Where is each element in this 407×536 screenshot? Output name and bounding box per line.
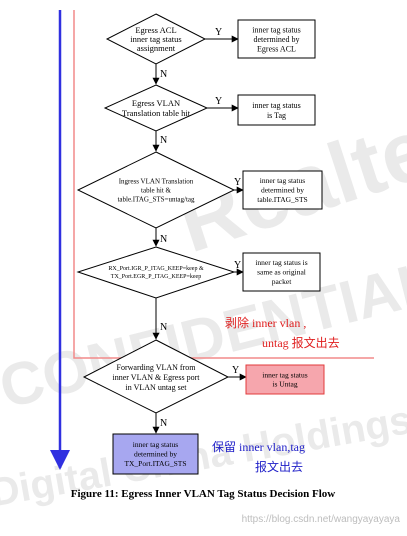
annotation-blue-line-2: 报文出去: [255, 459, 303, 474]
decision-text-1-line-2: inner tag status: [130, 34, 181, 44]
label-y-4: Y: [234, 260, 241, 271]
source-credit: https://blog.csdn.net/wangyayayaya: [242, 514, 401, 525]
result-text-1-line-3: Egress ACL: [257, 44, 296, 53]
decision-nodes: [76, 13, 236, 414]
decision-text-4-line-1: RX_Port.IGR_P_ITAG_KEEP=keep &: [108, 266, 204, 272]
connectors: [152, 35, 247, 434]
label-y-2: Y: [215, 96, 222, 107]
branch-labels: Y Y Y Y Y N N N N N: [160, 27, 241, 429]
result-box-4: [242, 252, 321, 292]
result-text-1-line-2: determined by: [254, 35, 300, 44]
label-n-3: N: [160, 234, 167, 245]
label-n-1: N: [160, 69, 167, 80]
decision-text-2-line-2: Translation table hit: [122, 108, 191, 118]
decision-text-3-line-1: Ingress VLAN Translation: [119, 177, 194, 185]
result-text-5-line-2: is Untag: [272, 380, 297, 389]
decision-text-5-line-3: in VLAN untag set: [126, 383, 188, 392]
result-text-3-line-2: determined by: [261, 186, 304, 195]
decision-diamond-5: [82, 339, 230, 414]
label-y-3: Y: [234, 177, 241, 188]
result-text-2-line-1: inner tag status: [252, 101, 300, 110]
decision-diamond-2: [103, 84, 209, 132]
decision-text-1-line-3: assignment: [137, 43, 176, 53]
label-n-4: N: [160, 322, 167, 333]
red-guide-line: [73, 10, 374, 359]
decision-text-5-line-2: inner VLAN & Egress port: [113, 373, 201, 382]
decision-text-1-line-1: Egress ACL: [135, 25, 176, 35]
label-y-1: Y: [215, 27, 222, 38]
annotation-blue-line-1: 保留 inner vlan,tag: [212, 440, 305, 454]
result-box-3: [242, 170, 323, 210]
result-box-1: [237, 19, 316, 59]
result-text-6-line-2: determined by: [134, 450, 177, 459]
result-text-6-line-3: TX_Port.ITAG_STS: [124, 459, 186, 468]
result-text-4-line-3: packet: [272, 277, 292, 286]
decision-diamond-1: [105, 13, 207, 65]
label-y-5: Y: [232, 365, 239, 376]
decision-text-3-line-2: table hit &: [141, 186, 171, 194]
result-text-1-line-1: inner tag status: [252, 25, 300, 34]
result-text-3-line-1: inner tag status: [260, 176, 305, 185]
decision-text-2-line-1: Egress VLAN: [132, 98, 180, 108]
result-box-2: [237, 94, 316, 126]
result-text-6-line-1: inner tag status: [133, 440, 178, 449]
result-text-4-line-1: inner tag status is: [255, 258, 307, 267]
label-n-5: N: [160, 418, 167, 429]
decision-text-4-line-2: TX_Port.EGR_P_ITAG_KEEP=keep: [111, 274, 201, 280]
result-text-2-line-2: is Tag: [267, 111, 286, 120]
label-n-2: N: [160, 135, 167, 146]
annotation-red: 剥除 inner vlan , untag 报文出去: [225, 315, 340, 350]
decision-diamond-3: [76, 151, 236, 229]
annotation-red-line-1: 剥除 inner vlan ,: [225, 315, 306, 330]
result-text-5-line-1: inner tag status: [262, 371, 307, 380]
result-box-6: [112, 433, 199, 475]
annotation-blue: 保留 inner vlan,tag 报文出去: [212, 440, 305, 474]
result-nodes: [112, 19, 325, 475]
result-text-4-line-2: same as original: [257, 268, 306, 277]
result-text-3-line-3: table.ITAG_STS: [257, 195, 307, 204]
decision-text-5-line-1: Forwarding VLAN from: [117, 363, 197, 372]
figure-caption: Figure 11: Egress Inner VLAN Tag Status …: [71, 488, 335, 500]
annotation-red-line-2: untag 报文出去: [262, 335, 340, 350]
decision-diamond-4: [76, 246, 236, 299]
decision-text-3-line-3: table.ITAG_STS=untag/tag: [117, 195, 195, 203]
result-box-5: [245, 364, 325, 395]
